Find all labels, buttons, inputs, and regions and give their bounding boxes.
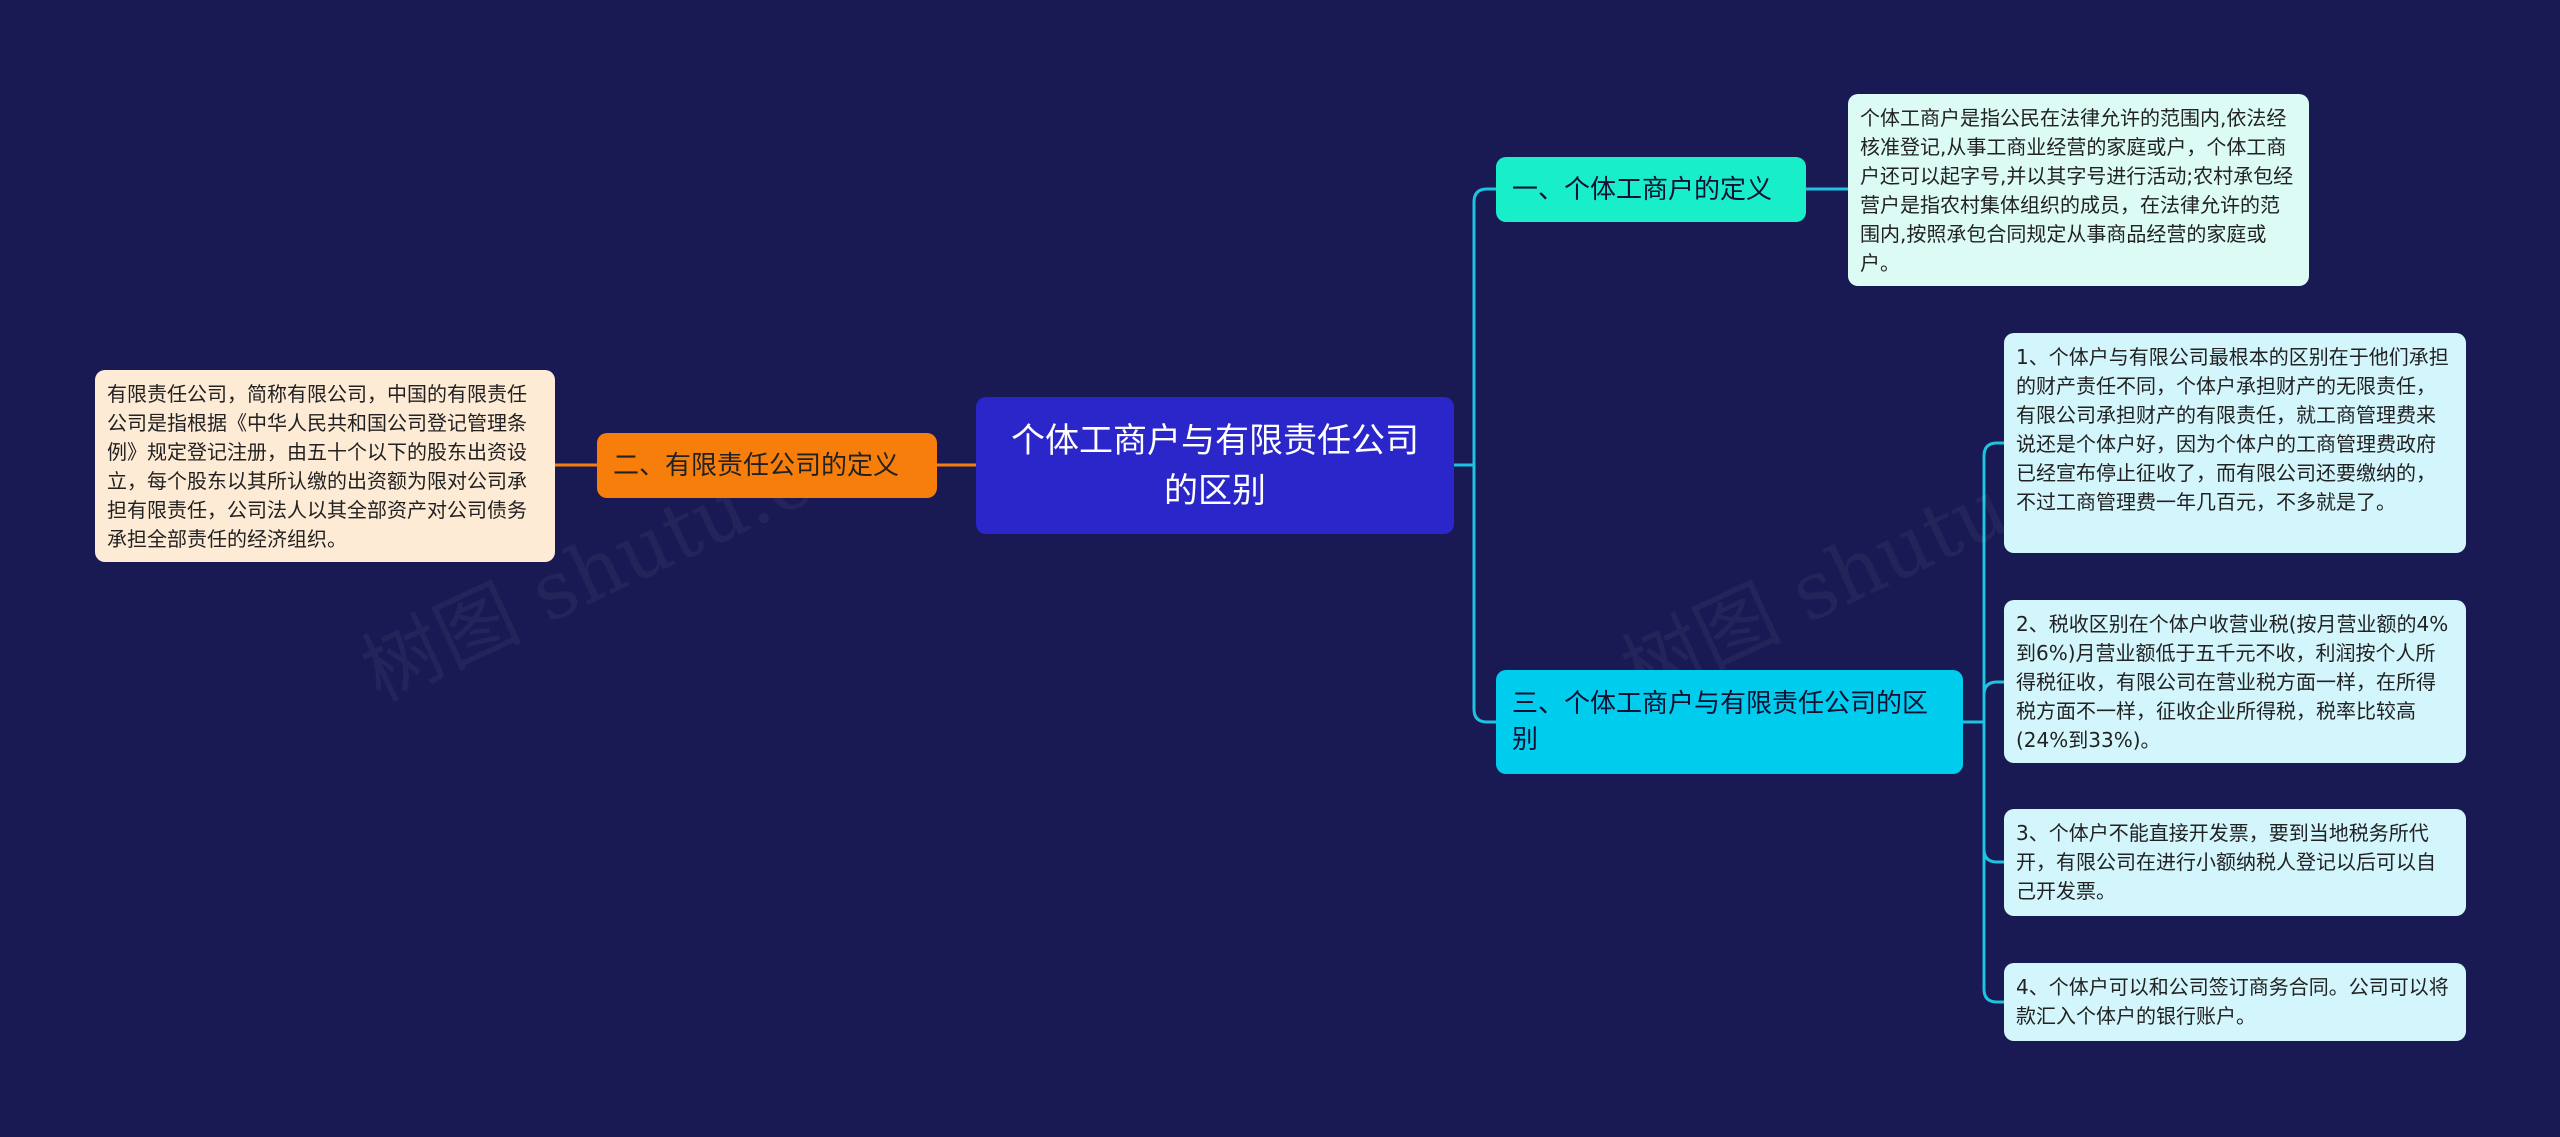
difference-item-4[interactable]: 4、个体户可以和公司签订商务合同。公司可以将款汇入个体户的银行账户。: [2004, 963, 2466, 1041]
difference-text: 3、个体户不能直接开发票，要到当地税务所代开，有限公司在进行小额纳税人登记以后可…: [2016, 821, 2436, 903]
root-node[interactable]: 个体工商户与有限责任公司的区别: [976, 397, 1454, 534]
detail-text: 个体工商户是指公民在法律允许的范围内,依法经核准登记,从事工商业经营的家庭或户，…: [1860, 106, 2294, 275]
difference-item-3[interactable]: 3、个体户不能直接开发票，要到当地税务所代开，有限公司在进行小额纳税人登记以后可…: [2004, 809, 2466, 916]
difference-text: 2、税收区别在个体户收营业税(按月营业额的4%到6%)月营业额低于五千元不收，利…: [2016, 612, 2449, 752]
difference-text: 4、个体户可以和公司签订商务合同。公司可以将款汇入个体户的银行账户。: [2016, 975, 2449, 1028]
connector-branch3-children: [1963, 441, 2004, 1004]
difference-text: 1、个体户与有限公司最根本的区别在于他们承担的财产责任不同，个体户承担财产的无限…: [2016, 345, 2449, 514]
connector-right-trunk: [1472, 187, 1496, 724]
detail-individual-definition[interactable]: 个体工商户是指公民在法律允许的范围内,依法经核准登记,从事工商业经营的家庭或户，…: [1848, 94, 2309, 286]
difference-item-2[interactable]: 2、税收区别在个体户收营业税(按月营业额的4%到6%)月营业额低于五千元不收，利…: [2004, 600, 2466, 763]
branch-differences[interactable]: 三、个体工商户与有限责任公司的区别: [1496, 670, 1963, 774]
branch-label: 一、个体工商户的定义: [1512, 174, 1773, 205]
branch-llc-definition[interactable]: 二、有限责任公司的定义: [597, 433, 937, 498]
difference-item-1[interactable]: 1、个体户与有限公司最根本的区别在于他们承担的财产责任不同，个体户承担财产的无限…: [2004, 333, 2466, 553]
branch-label: 三、个体工商户与有限责任公司的区别: [1512, 689, 1929, 755]
detail-text: 有限责任公司，简称有限公司，中国的有限责任公司是指根据《中华人民共和国公司登记管…: [107, 382, 527, 551]
branch-label: 二、有限责任公司的定义: [613, 450, 900, 481]
detail-llc-definition[interactable]: 有限责任公司，简称有限公司，中国的有限责任公司是指根据《中华人民共和国公司登记管…: [95, 370, 555, 562]
root-title: 个体工商户与有限责任公司的区别: [1011, 420, 1419, 511]
branch-individual-definition[interactable]: 一、个体工商户的定义: [1496, 157, 1806, 222]
